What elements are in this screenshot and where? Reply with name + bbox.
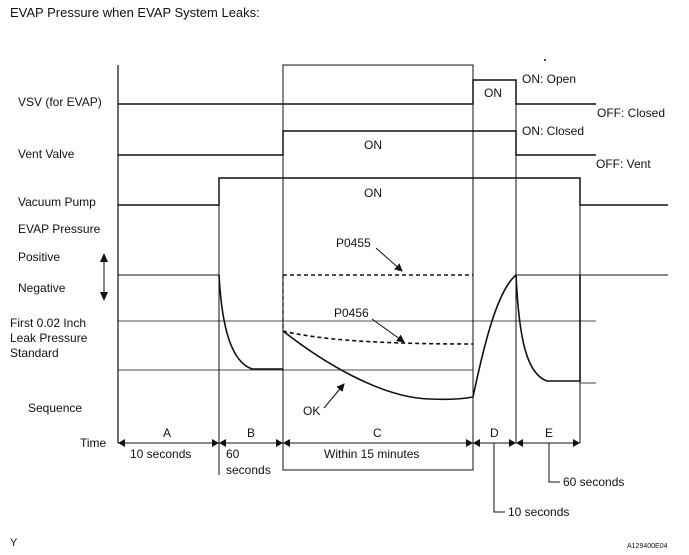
- label-vent-valve: Vent Valve: [18, 147, 75, 161]
- p0455-callout: [375, 247, 403, 272]
- phase-c-frame: [282, 64, 474, 471]
- vsv-off-closed: OFF: Closed: [597, 106, 666, 120]
- duration-a: 10 seconds: [130, 447, 192, 461]
- vsv-on-open: ON: Open: [522, 72, 577, 86]
- p0456-label: P0456: [334, 306, 369, 320]
- sequence-c: C: [373, 426, 382, 440]
- sequence-a: A: [163, 426, 172, 440]
- footer-y: Y: [10, 537, 18, 549]
- figure-code: A129400E04: [627, 543, 668, 550]
- ok-callout: [323, 383, 345, 409]
- pressure-curve-d: [472, 274, 517, 398]
- e-duration-leader: [548, 443, 560, 483]
- vsv-signal: [118, 79, 596, 105]
- d-duration-leader: [493, 443, 505, 513]
- pump-on-label: ON: [364, 186, 382, 200]
- label-positive: Positive: [18, 250, 61, 264]
- pressure-curve-e: [515, 274, 581, 382]
- duration-e: 60 seconds: [563, 475, 625, 489]
- sequence-b: B: [247, 426, 256, 440]
- label-standard-3: Standard: [10, 346, 59, 360]
- label-negative: Negative: [18, 281, 66, 295]
- duration-c: Within 15 minutes: [324, 447, 420, 461]
- vent-on-closed: ON: Closed: [522, 124, 585, 138]
- p0456-curve: [282, 330, 474, 345]
- arrow-up-head: [100, 253, 108, 262]
- p0455-label: P0455: [336, 236, 371, 250]
- p0456-callout: [371, 318, 405, 343]
- ok-label: OK: [303, 404, 321, 418]
- vent-valve-signal: [118, 130, 596, 156]
- vent-off-vent: OFF: Vent: [596, 157, 651, 171]
- label-vacuum-pump: Vacuum Pump: [18, 195, 96, 209]
- sequence-e: E: [545, 426, 554, 440]
- sequence-d: D: [490, 426, 499, 440]
- label-standard-2: Leak Pressure: [10, 331, 88, 345]
- label-evap-pressure: EVAP Pressure: [18, 222, 101, 236]
- arrow-down-head: [100, 292, 108, 301]
- ok-curve: [282, 330, 474, 401]
- duration-b-2: seconds: [226, 463, 271, 477]
- vacuum-pump-signal: [118, 177, 668, 206]
- diagram-title: EVAP Pressure when EVAP System Leaks:: [10, 5, 260, 20]
- vsv-on-label: ON: [484, 86, 502, 100]
- vent-on-label: ON: [364, 138, 382, 152]
- label-sequence: Sequence: [28, 401, 83, 415]
- pressure-curve-b: [218, 274, 283, 370]
- label-standard-1: First 0.02 Inch: [10, 316, 87, 330]
- duration-b-1: 60: [226, 447, 240, 461]
- duration-d: 10 seconds: [508, 505, 570, 519]
- label-time: Time: [80, 436, 107, 450]
- label-vsv: VSV (for EVAP): [18, 95, 102, 109]
